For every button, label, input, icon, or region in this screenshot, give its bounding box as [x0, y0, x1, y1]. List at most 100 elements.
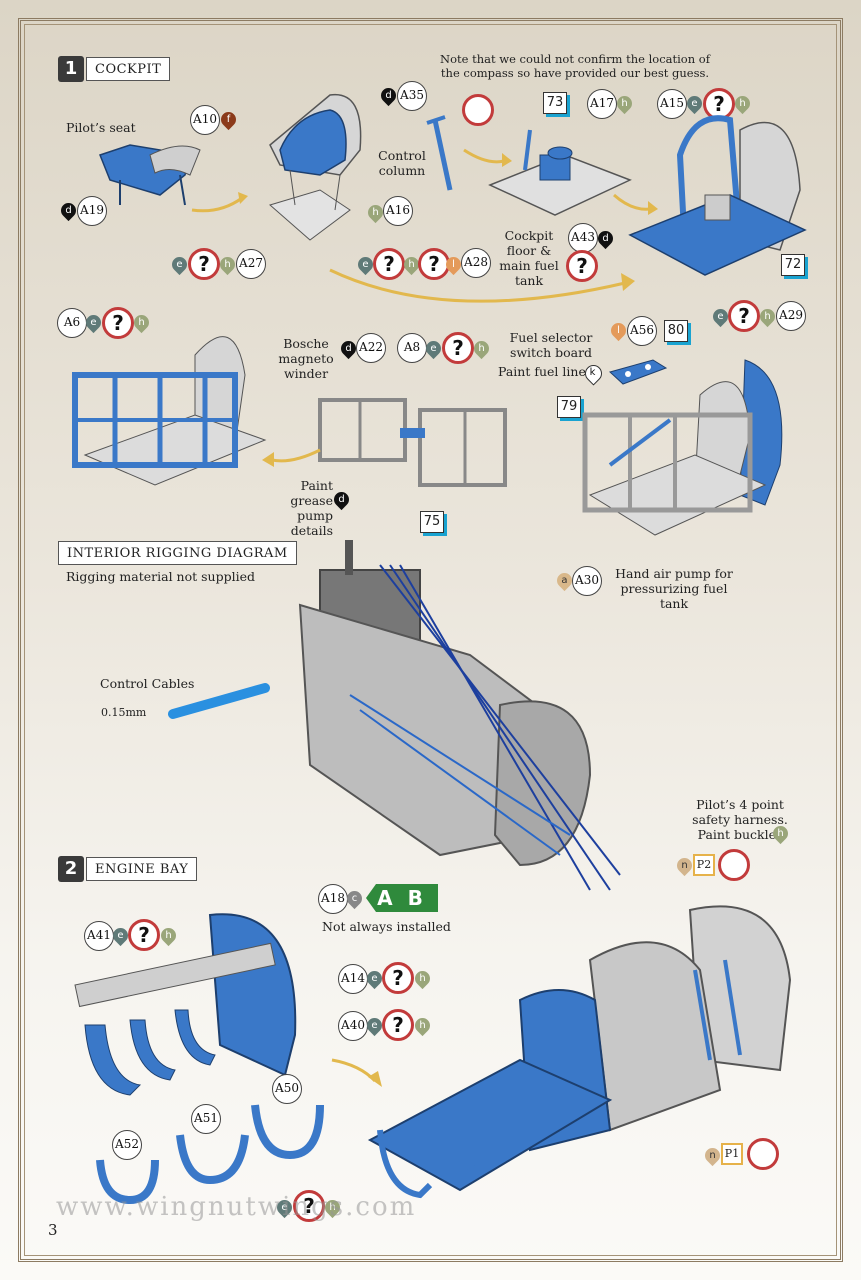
paint-code-d: d [345, 343, 352, 354]
paint-code-d: d [338, 494, 345, 505]
question-icon: ? [728, 300, 760, 332]
elephant-icon [718, 849, 750, 881]
paint-code-l: l [452, 259, 455, 270]
part-a17: A17 [587, 89, 617, 119]
no-glue-icon [462, 94, 494, 126]
compass-note: Note that we could not confirm the locat… [440, 52, 710, 80]
cockpit-floor-label: Cockpit floor & main fuel tank [499, 228, 559, 288]
paint-code-h: h [138, 317, 145, 328]
not-always-label: Not always installed [322, 919, 451, 934]
paint-code-n: n [681, 860, 688, 871]
step-75: 75 [420, 511, 444, 533]
question-icon: ? [293, 1190, 325, 1222]
paint-code-l: l [617, 325, 620, 336]
question-icon: ? [442, 332, 474, 364]
fuselage-assembly-drawing [367, 905, 792, 1199]
section-1-number: 1 [58, 56, 84, 82]
paint-code-h: h [478, 343, 485, 354]
rigging-title: INTERIOR RIGGING DIAGRAM [58, 541, 297, 565]
step-80: 80 [664, 320, 688, 342]
paint-code-n: n [709, 1150, 716, 1161]
part-a15: A15 [657, 89, 687, 119]
cockpit-floor-drawing [488, 129, 632, 216]
question-icon: ? [382, 962, 414, 994]
part-a41: A41 [84, 921, 114, 951]
cable-sample-icon [168, 683, 270, 719]
cockpit-frame-right-drawing [582, 359, 783, 536]
rigging-diagram-drawing [298, 540, 621, 891]
paint-code-h: h [329, 1202, 336, 1213]
paint-code-h: h [224, 259, 231, 270]
part-a35: A35 [397, 81, 427, 111]
control-cables-label: Control Cables [100, 676, 195, 691]
paint-code-e: e [362, 259, 369, 270]
part-a27: A27 [236, 249, 266, 279]
watermark: www.wingnutwings.com [56, 1192, 417, 1222]
question-icon: ? [102, 307, 134, 339]
paint-code-e: e [717, 311, 724, 322]
fuel-selector-label: Fuel selector switch board [509, 330, 593, 360]
part-a30: A30 [572, 566, 602, 596]
paint-code-h: h [764, 311, 771, 322]
cockpit-subassembly-drawing [628, 115, 807, 276]
part-a51: A51 [191, 1104, 221, 1134]
paint-code-e: e [281, 1202, 288, 1213]
paint-code-h: h [739, 98, 746, 109]
paint-code-h: h [419, 973, 426, 984]
bosche-label: Bosche magneto winder [278, 336, 334, 381]
step-73: 73 [543, 92, 567, 114]
switch-board-drawing [609, 359, 668, 385]
question-icon: ? [382, 1009, 414, 1041]
part-a52: A52 [112, 1130, 142, 1160]
page-border [18, 18, 843, 1262]
paint-code-a: a [561, 575, 568, 586]
paint-code-d: d [602, 233, 609, 244]
paint-code-e: e [371, 973, 378, 984]
paint-code-h: h [777, 828, 784, 839]
paint-code-f: f [226, 114, 231, 125]
paint-fuel-lines-label: Paint fuel lines [498, 364, 593, 379]
engine-bay-frame-drawing [74, 913, 297, 1096]
part-a6: A6 [57, 308, 87, 338]
question-icon: ? [566, 250, 598, 282]
section-1-title: COCKPIT [86, 57, 171, 81]
elephant-icon [747, 1138, 779, 1170]
question-icon: ? [128, 919, 160, 951]
page-number: 3 [48, 1221, 58, 1239]
control-column-drawing [426, 115, 453, 191]
part-p2: P2 [693, 854, 715, 876]
part-a14: A14 [338, 964, 368, 994]
part-a28: A28 [461, 248, 491, 278]
paint-code-h: h [419, 1020, 426, 1031]
pilots-seat-label: Pilot’s seat [66, 120, 136, 135]
side-frame-drawing [318, 398, 507, 487]
paint-code-h: h [165, 930, 172, 941]
part-a40: A40 [338, 1011, 368, 1041]
paint-code-c: c [351, 893, 358, 904]
control-column-label: Control column [378, 148, 426, 178]
part-a16: A16 [383, 196, 413, 226]
part-a10: A10 [190, 105, 220, 135]
arrow-icon [329, 268, 635, 303]
seat-drawing [268, 93, 362, 241]
paint-code-h: h [408, 259, 415, 270]
section-2-title: ENGINE BAY [86, 857, 198, 881]
lower-frames-drawing [96, 1104, 324, 1205]
paint-code-d: d [385, 90, 392, 101]
cable-size-label: 0.15mm [101, 706, 147, 719]
paint-grease-label: Paint grease pump details [290, 478, 333, 538]
paint-code-e: e [90, 317, 97, 328]
paint-code-e: e [176, 259, 183, 270]
page-border-inner [24, 24, 837, 1256]
paint-code-e: e [117, 930, 124, 941]
cockpit-frame-left-drawing [72, 336, 267, 486]
arrow-icon [463, 148, 512, 167]
part-a56: A56 [627, 316, 657, 346]
paint-code-d: d [65, 205, 72, 216]
part-a19: A19 [77, 196, 107, 226]
paint-code-e: e [691, 98, 698, 109]
harness-label: Pilot’s 4 point safety harness. Paint bu… [692, 797, 788, 842]
paint-code-e: e [371, 1020, 378, 1031]
seat-frame-drawing [99, 144, 201, 206]
part-a50: A50 [272, 1074, 302, 1104]
